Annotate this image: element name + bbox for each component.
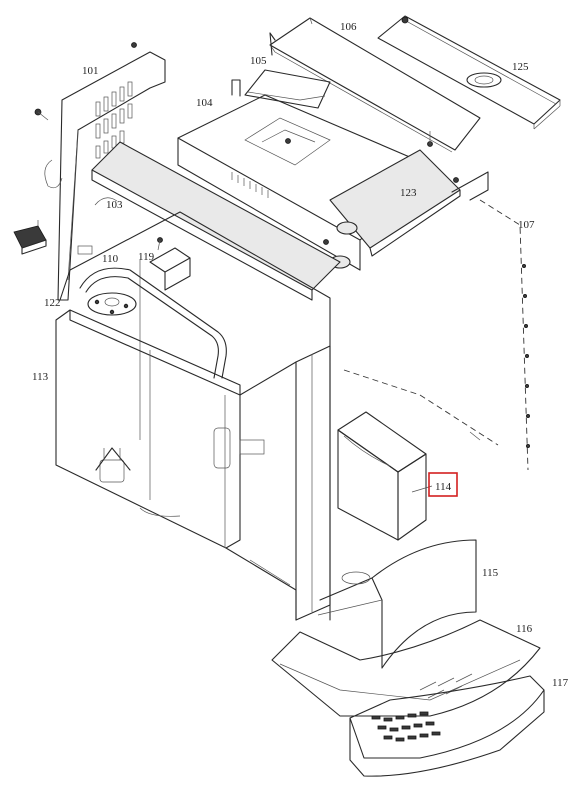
part-125-top-lid — [377, 15, 561, 130]
part-107-side-panel — [343, 199, 531, 471]
callout-105: 105 — [250, 55, 267, 67]
part-123-top-plate — [321, 149, 489, 271]
part-116-drip-tray — [271, 619, 541, 717]
callout-110: 110 — [102, 253, 119, 265]
callout-104: 104 — [196, 97, 213, 109]
highlight-box-114 — [428, 472, 458, 497]
callout-101: 101 — [82, 65, 99, 77]
callout-116: 116 — [516, 623, 533, 635]
part-106-top-cover — [269, 17, 481, 153]
callout-122: 122 — [44, 297, 61, 309]
part-117-drip-grille — [349, 675, 545, 777]
callout-125: 125 — [512, 61, 529, 73]
power-switch-component — [13, 220, 47, 255]
callout-115: 115 — [482, 567, 499, 579]
part-119-bracket — [149, 237, 191, 291]
callout-117: 117 — [552, 677, 569, 689]
callout-106: 106 — [340, 21, 357, 33]
callout-113: 113 — [32, 371, 49, 383]
callout-103: 103 — [106, 199, 123, 211]
main-body-frame — [225, 345, 331, 621]
part-110-handle — [79, 267, 227, 379]
callout-123: 123 — [400, 187, 417, 199]
part-115-tray-front — [317, 539, 477, 669]
callout-labels: 101 103 104 105 106 107 110 113 114 115 … — [32, 21, 569, 689]
part-113-water-tank — [55, 309, 241, 549]
callout-107: 107 — [518, 219, 535, 231]
part-114-grounds-container — [337, 411, 433, 541]
callout-114: 114 — [435, 481, 452, 493]
part-103-chassis-wall — [59, 141, 341, 621]
callout-119: 119 — [138, 251, 155, 263]
part-101-rear-panel — [34, 42, 166, 301]
part-122-selector-knob — [87, 292, 137, 316]
